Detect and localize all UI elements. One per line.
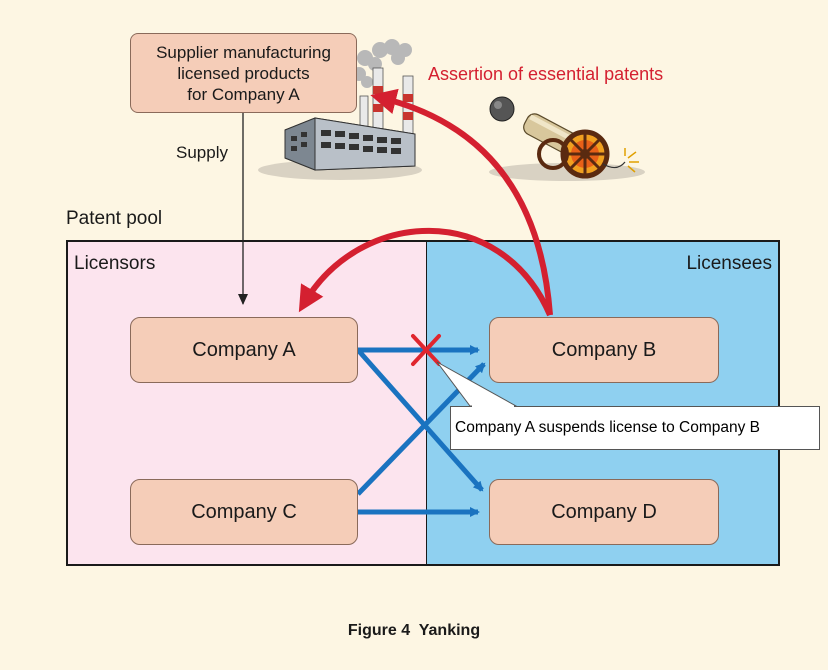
company-d-box: Company D [489, 479, 719, 545]
company-c-box: Company C [130, 479, 358, 545]
assertion-arrow-to-supplier [370, 88, 553, 316]
patent-pool-label: Patent pool [66, 208, 163, 229]
supplier-line-3: for Company A [187, 84, 300, 104]
company-a-box: Company A [130, 317, 358, 383]
license-arrow-a-d [356, 348, 484, 492]
supplier-line-2: licensed products [177, 63, 310, 83]
company-b-label: Company B [551, 338, 657, 361]
suspension-callout: Company A suspends license to Company B [450, 406, 820, 450]
supply-label: Supply [176, 143, 228, 162]
company-b-box: Company B [489, 317, 719, 383]
company-a-label: Company A [192, 338, 296, 361]
callout-text: Company A suspends license to Company B [455, 419, 761, 436]
company-c-label: Company C [191, 500, 297, 523]
assertion-label: Assertion of essential patents [428, 64, 664, 84]
cross-mark-icon [411, 334, 441, 366]
company-d-label: Company D [551, 500, 657, 523]
supplier-line-1: Supplier manufacturing [156, 42, 331, 62]
factory-icon [258, 39, 422, 180]
cannon-icon [489, 96, 645, 181]
figure-caption: Figure 4 Yanking [347, 622, 481, 639]
assertion-arrow-to-company-a [298, 227, 553, 317]
licensors-label: Licensors [74, 253, 156, 274]
licensees-label: Licensees [686, 253, 772, 274]
supplier-box: Supplier manufacturing licensed products… [130, 33, 357, 113]
